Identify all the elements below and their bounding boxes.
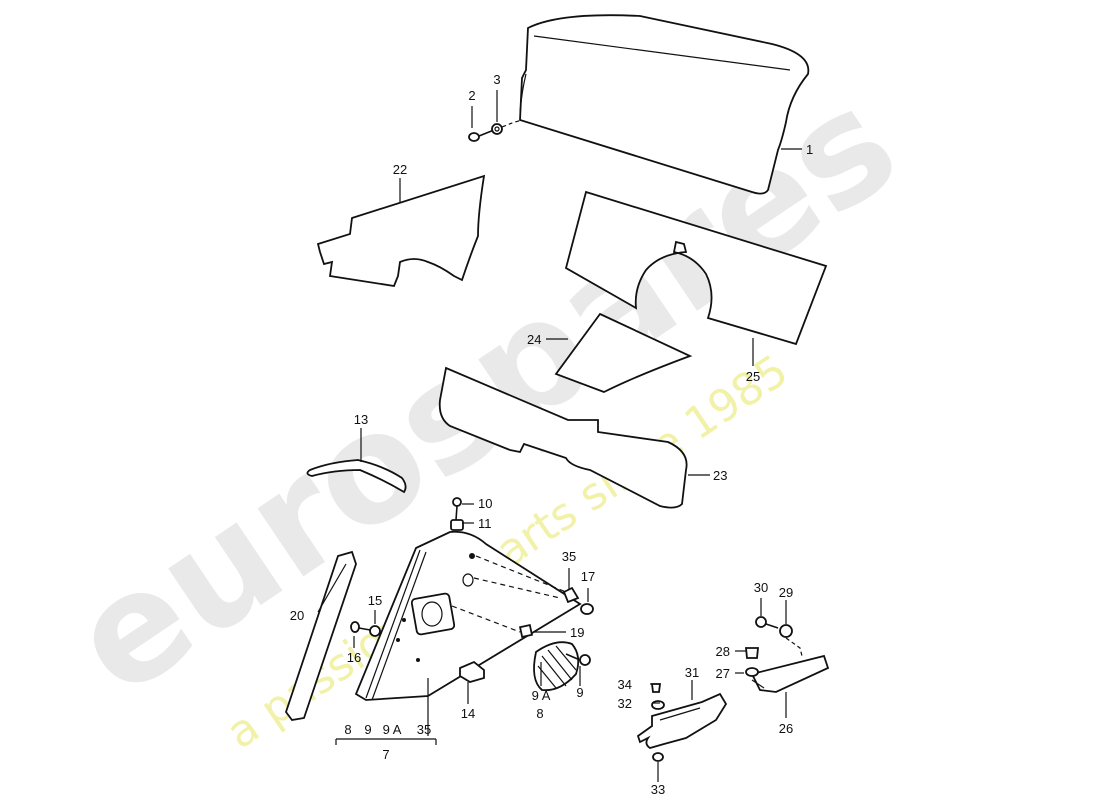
callout-34: 34: [618, 677, 632, 692]
group-7-item-9a: 9 A: [383, 722, 402, 737]
part-28-bolt: [745, 647, 759, 659]
part-7-side-panel: [354, 530, 582, 701]
callout-20: 20: [290, 608, 304, 623]
callout-25: 25: [746, 369, 760, 384]
callout-33: 33: [651, 782, 665, 797]
callout-2: 2: [468, 88, 475, 103]
callout-labels: 2 3 1 22 24 25 23 13 10 11 35 17 15 20 1…: [290, 72, 813, 797]
callout-1: 1: [806, 142, 813, 157]
part-14-cap: [459, 660, 485, 683]
part-2-screw: [468, 129, 495, 142]
callout-28: 28: [716, 644, 730, 659]
part-17-cap: [580, 603, 594, 615]
callout-13: 13: [354, 412, 368, 427]
part-10-screw: [452, 497, 462, 521]
part-23-insulation: [438, 366, 688, 509]
callout-14: 14: [461, 706, 475, 721]
callout-10: 10: [478, 496, 492, 511]
part-1-rear-shelf: [519, 14, 810, 195]
callout-16: 16: [347, 650, 361, 665]
part-30-screw: [755, 616, 779, 629]
callout-32: 32: [618, 696, 632, 711]
callout-22: 22: [393, 162, 407, 177]
callout-9a: 9 A: [532, 688, 551, 703]
part-34-bolt: [650, 683, 662, 693]
part-26-bracket: [750, 654, 830, 693]
callout-17: 17: [581, 569, 595, 584]
callout-29: 29: [779, 585, 793, 600]
callout-9: 9: [576, 685, 583, 700]
part-24-mat: [554, 312, 693, 393]
part-9-screw: [565, 653, 591, 666]
part-13-clip: [306, 459, 407, 494]
leader-lines: [317, 90, 802, 782]
part-29-nut: [779, 624, 803, 657]
callout-23: 23: [713, 468, 727, 483]
callout-3: 3: [493, 72, 500, 87]
group-7-item-35: 35: [417, 722, 431, 737]
callout-11: 11: [478, 516, 492, 531]
part-11-nut: [450, 519, 464, 531]
part-31-bracket: [636, 692, 728, 749]
callout-30: 30: [754, 580, 768, 595]
callout-26: 26: [779, 721, 793, 736]
part-16-bolt: [350, 621, 371, 633]
part-19-clip: [519, 624, 533, 638]
part-32-washer: [651, 700, 665, 710]
callout-24: 24: [527, 332, 541, 347]
callout-8: 8: [536, 706, 543, 721]
callout-35: 35: [562, 549, 576, 564]
callout-31: 31: [685, 665, 699, 680]
part-3-washer: [491, 119, 523, 135]
callout-27: 27: [716, 666, 730, 681]
part-25-insulation-mat: [564, 190, 828, 346]
group-7-item-9: 9: [364, 722, 371, 737]
group-7-item-8: 8: [344, 722, 351, 737]
callout-7: 7: [382, 747, 389, 762]
group-7-legend: 8 9 9 A 35 7: [344, 722, 431, 762]
part-22-insulation: [316, 174, 486, 287]
part-27-washer: [745, 667, 759, 677]
callout-15: 15: [368, 593, 382, 608]
part-33-washer: [652, 752, 664, 762]
callout-19: 19: [570, 625, 584, 640]
part-20-trim-strip: [284, 550, 357, 721]
part-15-washer: [369, 625, 381, 637]
